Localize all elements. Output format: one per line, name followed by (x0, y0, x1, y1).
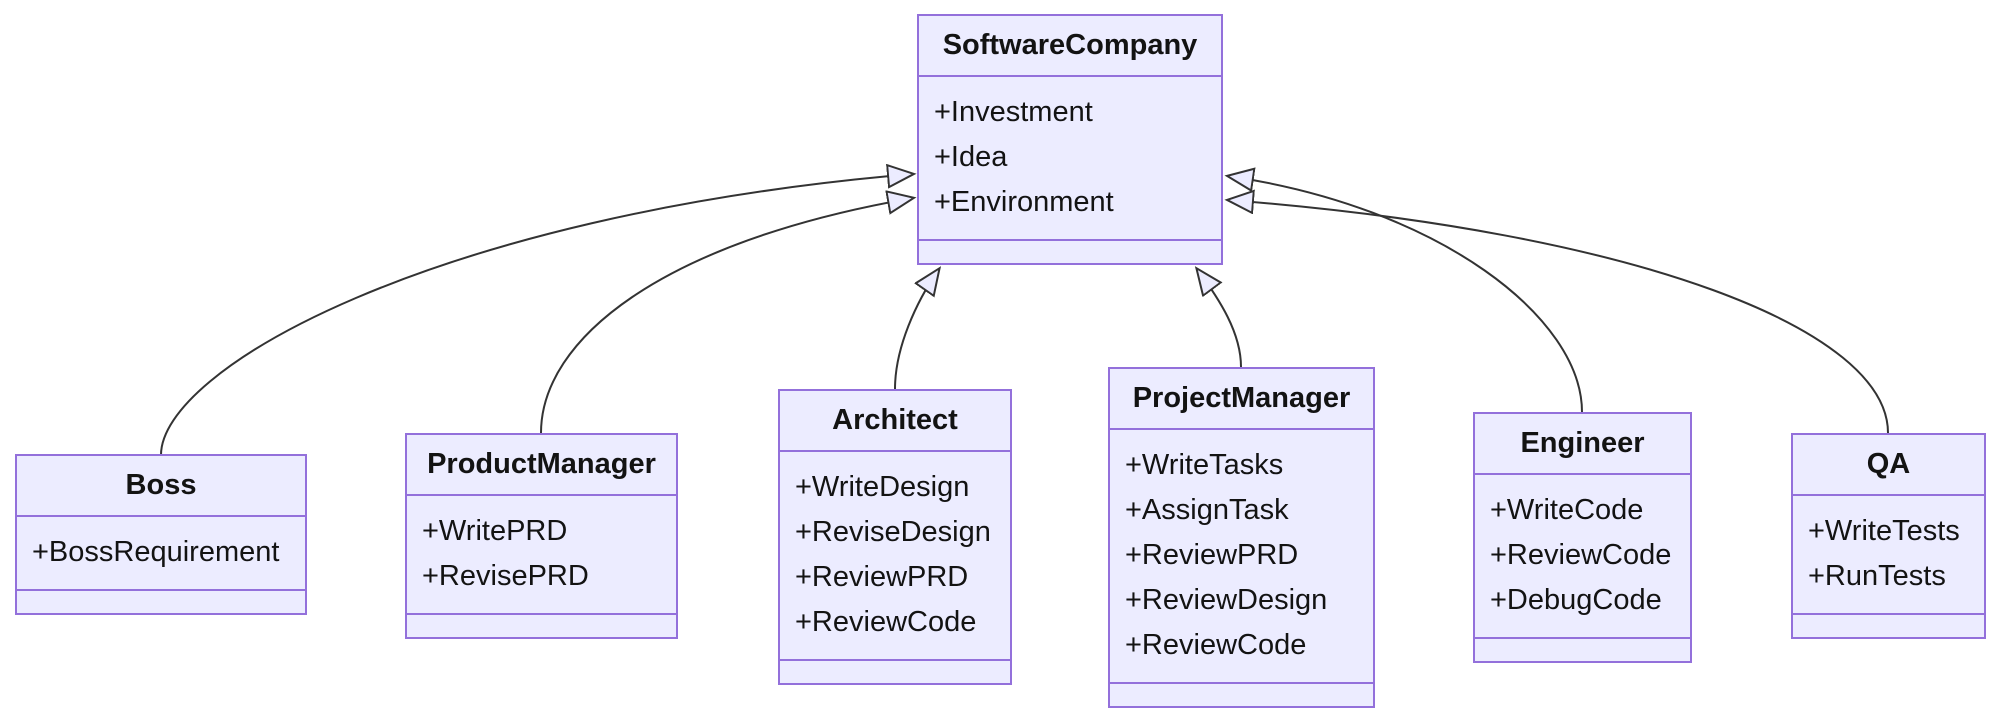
class-methods-empty (1793, 613, 1984, 637)
class-attribute: +ReviewPRD (1125, 539, 1299, 571)
class-attribute: +ReviewCode (795, 606, 977, 638)
class-methods-empty (1475, 637, 1690, 661)
class-attributes: +WriteDesign +ReviseDesign +ReviewPRD +R… (780, 450, 1010, 659)
class-attribute: +ReviewCode (1125, 629, 1307, 661)
class-title: Engineer (1520, 427, 1645, 459)
class-attribute: +RunTests (1808, 560, 1946, 592)
class-node-productmanager: ProductManager +WritePRD +RevisePRD (405, 433, 678, 639)
class-node-boss: Boss +BossRequirement (15, 454, 307, 615)
class-attributes: +BossRequirement (17, 515, 305, 589)
class-title: Architect (832, 404, 958, 436)
class-attribute: +Investment (934, 96, 1093, 128)
class-attributes: +WriteCode +ReviewCode +DebugCode (1475, 473, 1690, 637)
inheritance-edge-architect (894, 269, 939, 390)
inheritance-edge-projectmanager (1197, 269, 1242, 368)
class-methods-empty (1110, 682, 1373, 706)
inheritance-edge-engineer (1228, 176, 1583, 413)
class-node-engineer: Engineer +WriteCode +ReviewCode +DebugCo… (1473, 412, 1692, 663)
class-attributes: +WriteTasks +AssignTask +ReviewPRD +Revi… (1110, 428, 1373, 682)
class-title: QA (1866, 448, 1911, 480)
class-attribute: +Idea (934, 141, 1008, 173)
class-title: SoftwareCompany (942, 29, 1198, 61)
class-node-architect: Architect +WriteDesign +ReviseDesign +Re… (778, 389, 1012, 685)
class-attribute: +WriteDesign (795, 471, 970, 503)
class-attribute: +ReviewDesign (1125, 584, 1328, 616)
inheritance-edge-qa (1228, 200, 1889, 434)
class-title: Boss (125, 469, 197, 501)
class-title: ProjectManager (1132, 382, 1351, 414)
class-methods-empty (780, 659, 1010, 683)
class-attributes: +Investment +Idea +Environment (919, 75, 1221, 239)
class-attribute: +ReviewCode (1490, 539, 1672, 571)
class-attribute: +DebugCode (1490, 584, 1662, 616)
class-attribute: +Environment (934, 186, 1114, 218)
class-methods-empty (919, 239, 1221, 263)
class-attribute: +WritePRD (422, 515, 568, 547)
inheritance-edge-boss (160, 174, 913, 456)
inheritance-edge-productmanager (540, 198, 913, 434)
class-node-qa: QA +WriteTests +RunTests (1791, 433, 1986, 639)
class-attribute: +WriteTasks (1125, 449, 1284, 481)
class-attribute: +WriteCode (1490, 494, 1644, 526)
class-node-projectmanager: ProjectManager +WriteTasks +AssignTask +… (1108, 367, 1375, 708)
class-methods-empty (407, 613, 676, 637)
class-attribute: +ReviseDesign (795, 516, 991, 548)
class-attribute: +ReviewPRD (795, 561, 969, 593)
class-methods-empty (17, 589, 305, 613)
class-node-softwarecompany: SoftwareCompany +Investment +Idea +Envir… (917, 14, 1223, 265)
class-attribute: +RevisePRD (422, 560, 589, 592)
class-title: ProductManager (427, 448, 656, 480)
class-attributes: +WriteTests +RunTests (1793, 494, 1984, 613)
class-attribute: +WriteTests (1808, 515, 1960, 547)
class-attributes: +WritePRD +RevisePRD (407, 494, 676, 613)
class-attribute: +AssignTask (1125, 494, 1289, 526)
class-attribute: +BossRequirement (32, 536, 280, 568)
